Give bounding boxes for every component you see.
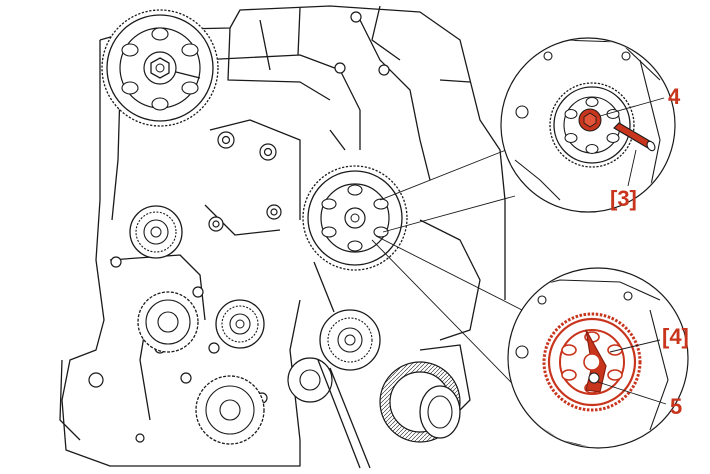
callout-part-4: 4 [668, 84, 681, 109]
timing-belt [313, 261, 371, 469]
callout-part-5: 5 [670, 394, 683, 419]
callout-tool-3: [3] [610, 186, 637, 211]
camshaft-sprocket-upper [101, 9, 219, 127]
detail-view-lower [507, 267, 689, 449]
detail-view-upper [500, 37, 676, 213]
camshaft-bolt-part-5 [588, 372, 600, 384]
idler-pulley-middle [215, 299, 265, 349]
crankshaft-gear [137, 291, 199, 353]
alternator [379, 361, 461, 443]
water-pump-gear [195, 375, 265, 445]
camshaft-nut-part-4 [578, 108, 602, 132]
tensioner-pulley [319, 309, 381, 371]
callout-tool-4: [4] [662, 324, 689, 349]
idler-pulley-left [129, 205, 183, 259]
locking-pin-tool-3 [613, 122, 656, 152]
camshaft-sprocket-central [302, 165, 408, 271]
